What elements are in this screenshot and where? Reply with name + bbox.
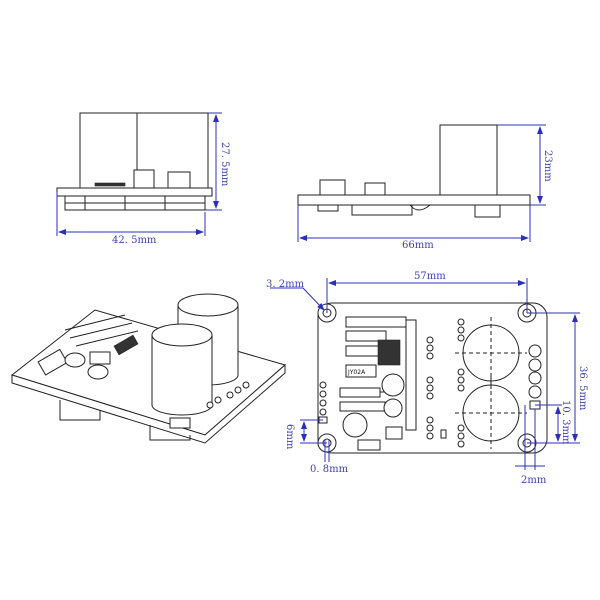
dimension-vertical-spacing: 36. 5mm	[527, 312, 588, 444]
dimension-header-offset: 6mm	[284, 419, 327, 450]
height-label-front: 27. 5mm	[219, 142, 230, 187]
isometric-view	[10, 293, 287, 444]
capacitor-outlines	[455, 317, 527, 449]
dimension-header-margin: 0. 8mm	[310, 440, 349, 475]
dimension-height-front: 27. 5mm	[205, 112, 230, 211]
height-label-long: 23mm	[542, 150, 553, 182]
width-label-front: 42. 5mm	[112, 235, 157, 246]
header-margin-label: 0. 8mm	[310, 464, 349, 475]
smd-components: JY02A	[339, 316, 447, 451]
header-offset-label: 6mm	[284, 424, 295, 450]
dimension-height-long: 23mm	[497, 124, 553, 206]
dimension-terminal-margin: 2mm	[515, 405, 547, 486]
side-view-long	[297, 124, 531, 218]
width-label-long: 66mm	[402, 240, 434, 251]
dimension-terminal-offset: 10. 3mm	[535, 400, 571, 445]
components	[37, 314, 250, 409]
dimension-width-front: 42. 5mm	[56, 192, 206, 246]
hole-spacing-label: 57mm	[414, 271, 446, 282]
terminal-offset-label: 10. 3mm	[560, 400, 571, 445]
top-view: JY02A	[317, 302, 548, 454]
hole-diameter-label: 3. 2mm	[266, 279, 305, 290]
capacitor-front	[151, 323, 213, 416]
vertical-spacing-label: 36. 5mm	[577, 366, 588, 411]
terminal-margin-label: 2mm	[521, 475, 547, 486]
dimension-hole-diameter: 3. 2mm	[266, 279, 325, 311]
dimension-hole-spacing: 57mm	[326, 271, 528, 313]
side-view-front	[56, 112, 213, 211]
chip-label: JY02A	[347, 369, 366, 376]
dimension-width-long: 66mm	[297, 205, 531, 251]
pad-columns	[318, 318, 465, 448]
